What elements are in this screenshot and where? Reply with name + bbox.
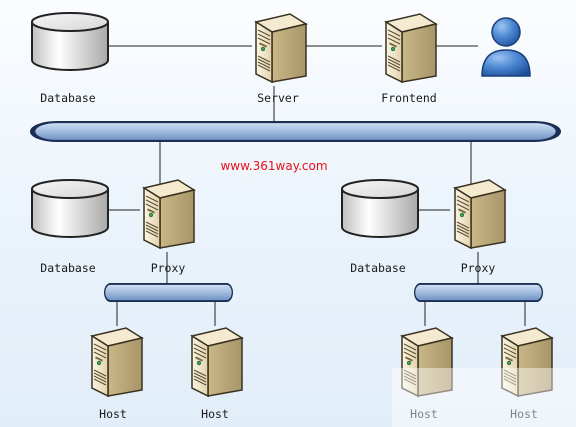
right-database-label: Database [350,261,405,275]
left-host1-label: Host [99,407,127,421]
left-database-icon [31,179,109,238]
right-host2-label: Host [510,407,538,421]
right-network-bus [414,283,543,302]
top-database-icon [31,12,109,71]
watermark-text: www.361way.com [220,159,327,173]
right-proxy-server-icon [454,179,506,249]
user-icon [481,17,531,77]
left-host1-server-icon [91,327,143,397]
left-proxy-label: Proxy [151,261,186,275]
main-network-bus [33,122,559,141]
top-database-label: Database [40,91,95,105]
top-server-label: Server [257,91,299,105]
left-proxy-server-icon [143,179,195,249]
left-network-bus [104,283,233,302]
frontend-server-icon [385,13,437,83]
left-host2-label: Host [201,407,229,421]
right-database-icon [341,179,419,238]
left-database-label: Database [40,261,95,275]
translucent-overlay [392,368,576,427]
right-proxy-label: Proxy [461,261,496,275]
connection-lines [106,45,526,326]
frontend-label: Frontend [381,91,436,105]
left-host2-server-icon [191,327,243,397]
top-server-icon [255,13,307,83]
right-host1-label: Host [410,407,438,421]
